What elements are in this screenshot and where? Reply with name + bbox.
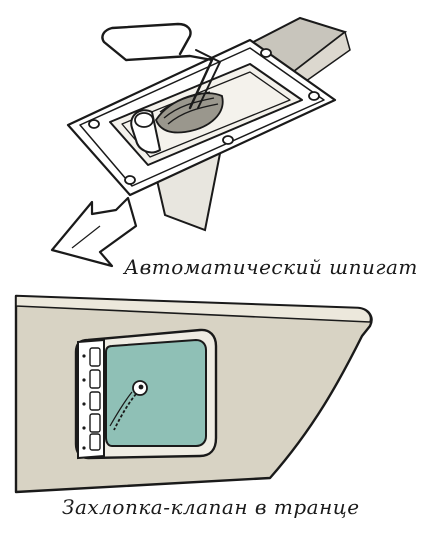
top-caption: Автоматический шпигат [124,255,418,279]
valve-hinge-knuckles [89,347,101,451]
transom-side-edge [269,335,363,479]
scupper-wire-handle [101,22,214,110]
bottom-caption: Захлопка-клапан в транце [62,495,360,519]
valve-pull-cord-2 [109,391,133,427]
scupper-flap-hinge-end [134,112,154,128]
screw-hole-4 [124,175,136,185]
transom-top-lip [15,295,372,323]
screw-hole-5 [222,135,234,145]
scupper-screw-holes [88,48,320,185]
valve-flap-glass [105,338,207,447]
screw-hole-1 [88,119,100,129]
scupper-outer-plate-rim [79,47,325,187]
valve-pull-knob-center [138,384,144,390]
transom-flap-valve-drawing [14,294,373,494]
outflow-arrow-icon [50,196,138,268]
screw-hole-2 [260,48,272,58]
screw-hole-3 [308,91,320,101]
scupper-wire-handle-inner [195,49,222,109]
outflow-arrow-inner-line [71,225,101,249]
valve-hinge-rivets [82,354,86,450]
automatic-scupper-drawing [50,16,351,268]
